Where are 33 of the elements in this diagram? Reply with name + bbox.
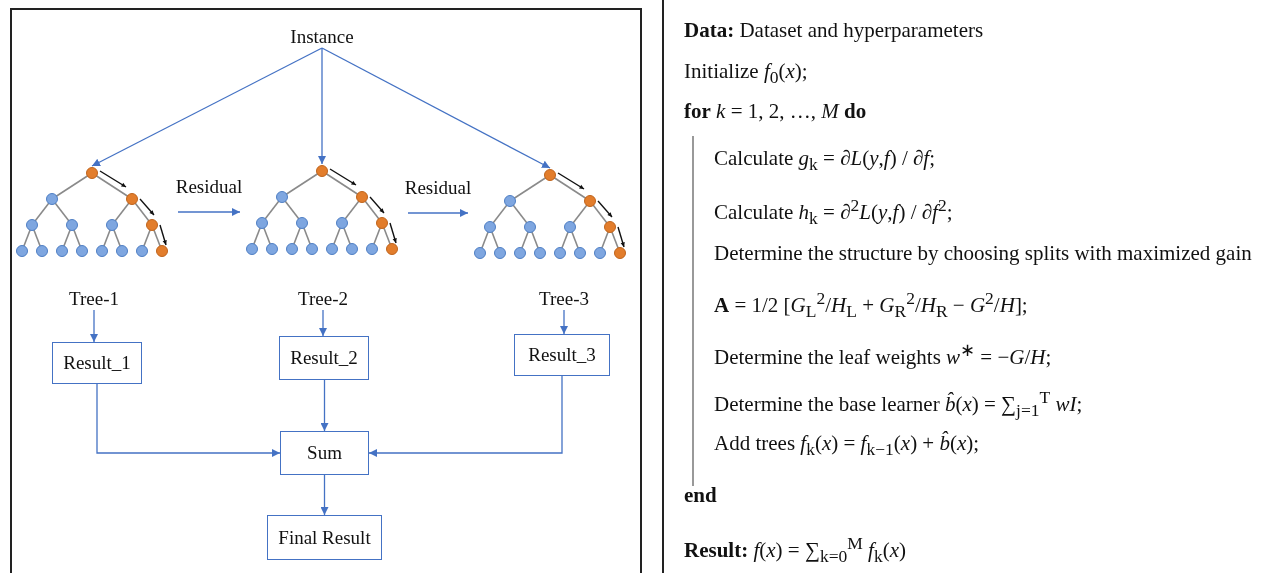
arrow <box>321 47 551 169</box>
algorithm-line: Add trees f$_{k}$(x) = f$_{k−1}$(x) + b̂(x); <box>714 430 980 462</box>
arrow <box>319 309 327 337</box>
arrow <box>320 474 329 516</box>
process-box: Final Result <box>267 515 382 560</box>
algorithm-line: Calculate h$_{k}$ = ∂$^{2}$L(y,f) / ∂f$^{2}$; <box>714 194 953 231</box>
process-box: Result_1 <box>52 342 142 384</box>
arrow <box>407 209 469 217</box>
algorithm-line: Determine the leaf weights w$^{∗}$ = −G/H; <box>714 339 1052 370</box>
node-label: Tree-1 <box>69 288 119 310</box>
algorithm-line: Data: Dataset and hyperparameters <box>684 17 984 43</box>
algorithm-line: for k = 1, 2, …, M do <box>684 98 867 124</box>
arrow <box>320 379 329 432</box>
algorithm-line: A = 1/2 [G$_{L}$$^{2}$/H$_{L}$ + G$_{R}$$^{2}$/H$_{R}$ − G$^{2}$/H]; <box>714 287 1028 324</box>
process-box: Sum <box>280 431 369 475</box>
algorithm-line: Initialize f$_{0}$(x); <box>684 58 808 90</box>
arrow <box>560 309 568 335</box>
arrow <box>368 375 563 457</box>
arrow <box>177 208 241 216</box>
algorithm-line: Determine the base learner b̂(x) = ∑$_{j=1}$$^{T}$ wI; <box>714 386 1083 423</box>
arrow <box>318 47 326 165</box>
algorithm-line: Result: f(x) = ∑$_{k=0}$$^{M}$ f$_{k}$(x) <box>684 532 906 569</box>
process-box: Result_3 <box>514 334 610 376</box>
process-box: Result_2 <box>279 336 369 380</box>
algorithm-line: end <box>684 482 717 508</box>
algorithm-line: Calculate g$_{k}$ = ∂L(y,f) / ∂f; <box>714 145 936 177</box>
node-label: Tree-2 <box>298 288 348 310</box>
arrow <box>91 47 323 167</box>
node-label: Instance <box>290 26 354 48</box>
algorithm-line: Determine the structure by choosing splits with maximized gain <box>714 240 1252 266</box>
arrow <box>96 383 281 457</box>
arrow <box>90 309 98 343</box>
node-label: Tree-3 <box>539 288 589 310</box>
